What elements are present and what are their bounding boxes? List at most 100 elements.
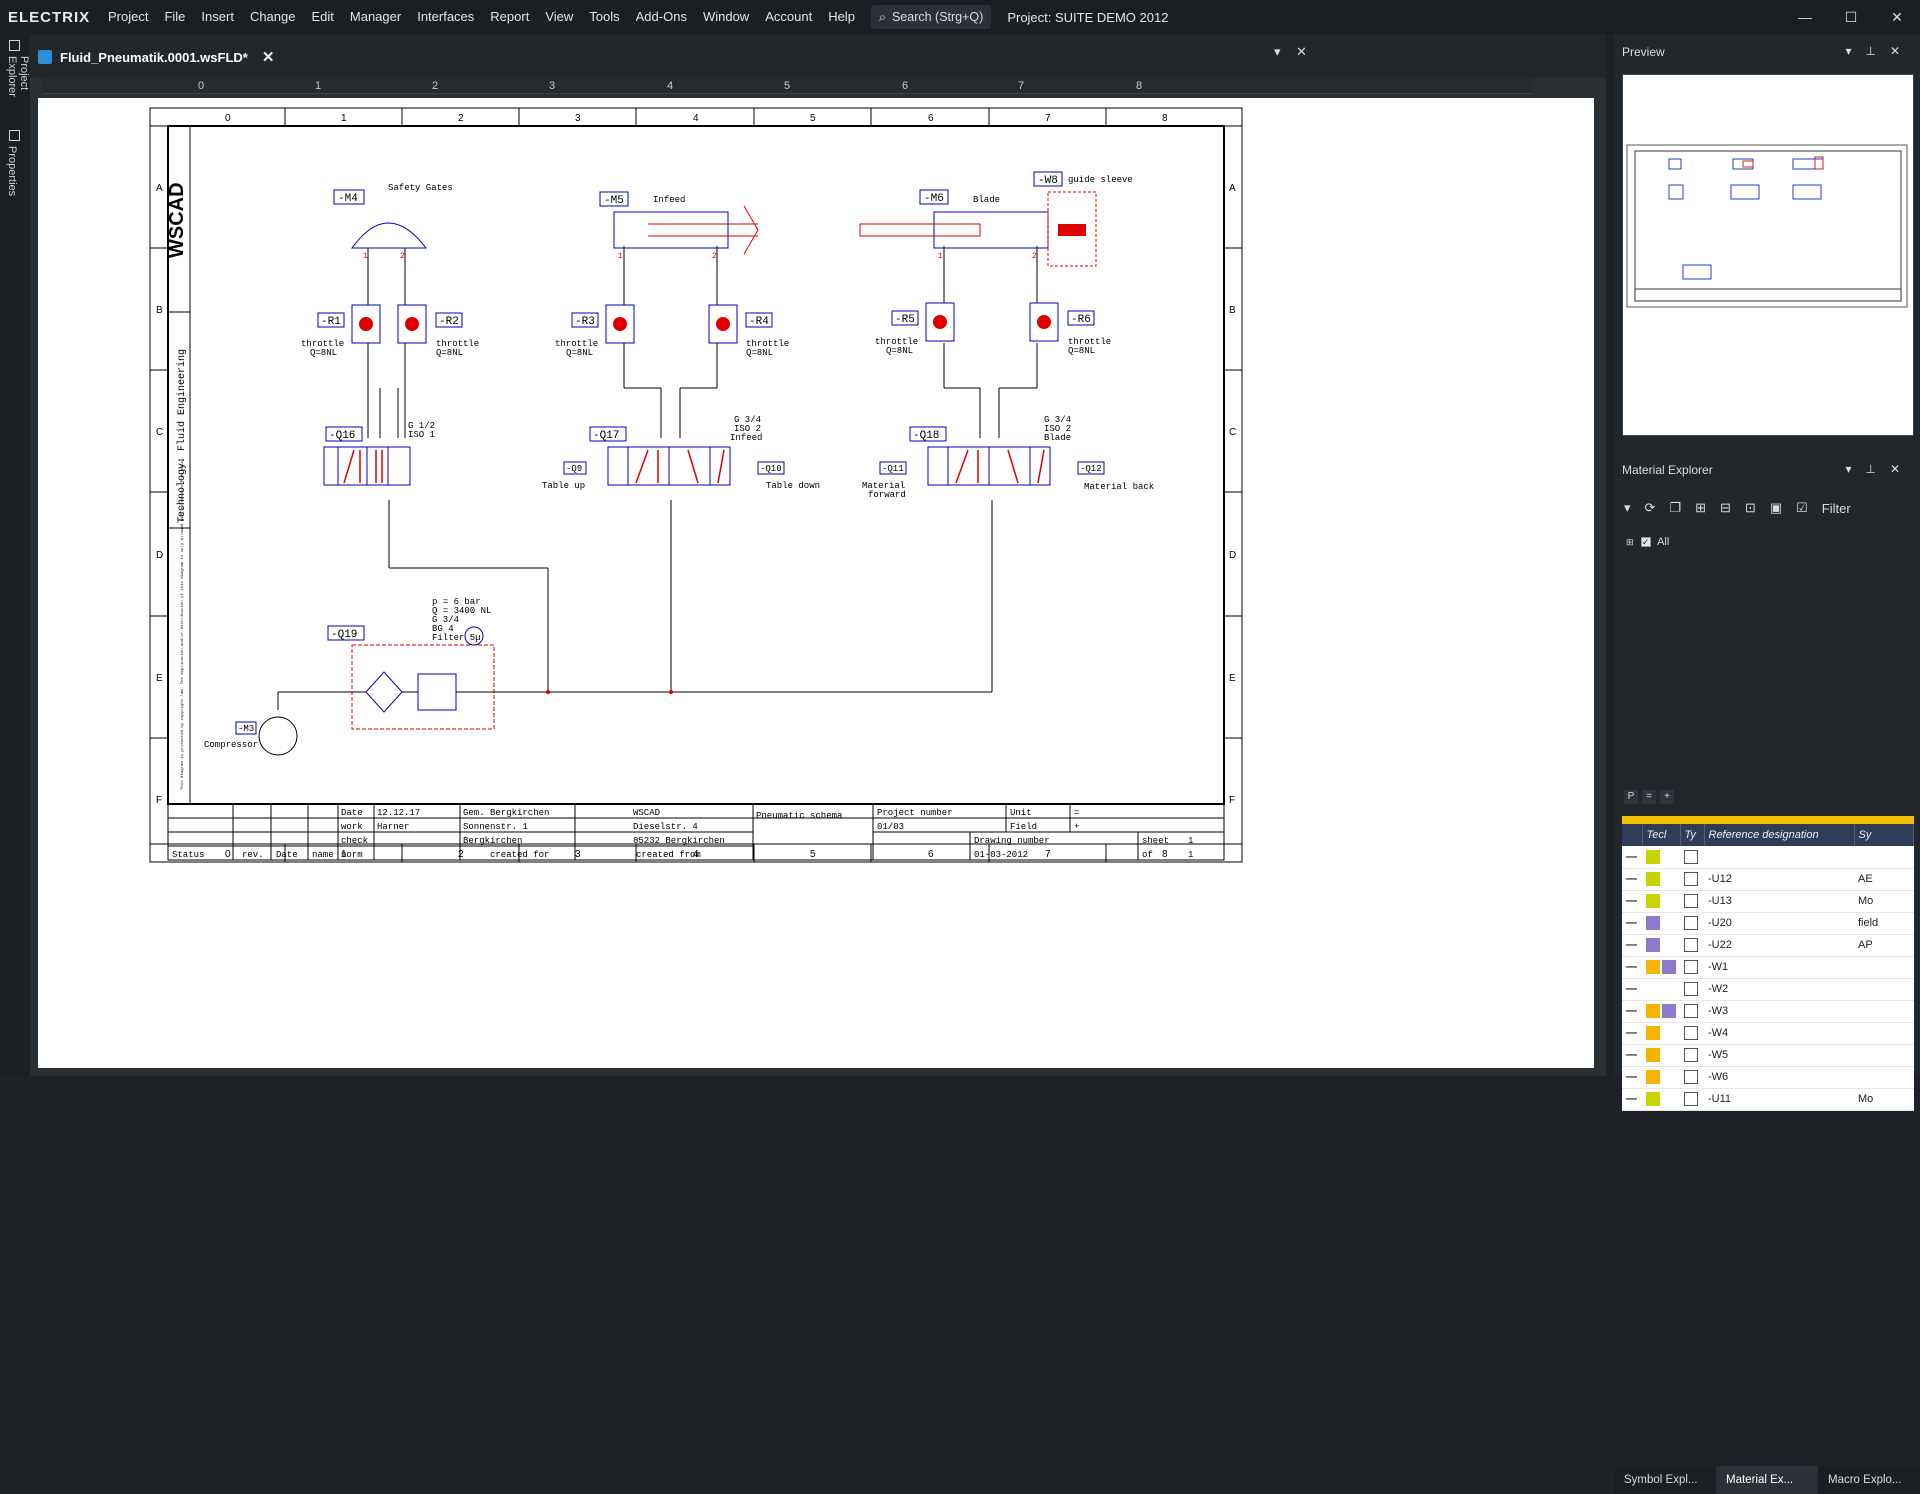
close-tab-icon[interactable]: ✕ [261, 49, 275, 66]
svg-text:2: 2 [712, 252, 717, 261]
svg-text:01/03: 01/03 [877, 822, 904, 832]
tree-expand-icon[interactable]: ⊞ [1626, 537, 1634, 547]
menu-help[interactable]: Help [828, 9, 855, 24]
col-tech[interactable]: Tecl [1642, 824, 1681, 846]
refresh-icon[interactable]: ⟳ [1644, 500, 1656, 515]
reference-designation: -U12 [1704, 868, 1854, 891]
tree-add-icon[interactable]: ⊞ [1695, 500, 1706, 515]
color-swatch [1646, 1070, 1660, 1084]
tab-symbol-explorer[interactable]: Symbol Expl... [1614, 1466, 1716, 1494]
menu-insert[interactable]: Insert [201, 9, 234, 24]
svg-text:throttle: throttle [555, 339, 598, 349]
svg-text:name: name [312, 850, 334, 860]
col-type[interactable]: Ty [1680, 824, 1705, 846]
svg-text:Gem. Bergkirchen: Gem. Bergkirchen [463, 808, 549, 818]
table-row[interactable]: — [1622, 846, 1914, 869]
svg-text:Dieselstr. 4: Dieselstr. 4 [633, 822, 698, 832]
tab-macro-explorer[interactable]: Macro Explo... [1818, 1466, 1920, 1494]
svg-text:Material: Material [862, 481, 905, 491]
menu-manager[interactable]: Manager [349, 9, 402, 24]
tab-dropdown-icon[interactable]: ▾ [1274, 44, 1281, 59]
tech-swatches [1642, 846, 1680, 869]
valve-arrows [343, 449, 1045, 484]
menu-file[interactable]: File [164, 9, 186, 24]
svg-text:01-03-2012: 01-03-2012 [974, 850, 1028, 860]
table-row[interactable]: —-W4 [1622, 1022, 1914, 1045]
menu-add-ons[interactable]: Add-Ons [635, 9, 687, 24]
row-status-icon: — [1622, 934, 1642, 957]
type-icon-cell [1680, 846, 1704, 869]
outer-frame [149, 107, 1243, 863]
tree-checkbox[interactable]: ✓ [1640, 537, 1651, 548]
tech-swatches [1642, 912, 1680, 935]
menu-edit[interactable]: Edit [311, 9, 334, 24]
preview-image [1626, 144, 1908, 308]
menu-account[interactable]: Account [765, 9, 813, 24]
menu-interfaces[interactable]: Interfaces [417, 9, 475, 24]
table-row[interactable]: —-W6 [1622, 1066, 1914, 1089]
svg-text:Unit: Unit [1010, 808, 1032, 818]
p-button[interactable]: P [1624, 790, 1638, 804]
symbol-cell: AP [1854, 934, 1914, 957]
drawing-canvas[interactable]: 0 1 2 3 4 5 6 7 8 [30, 78, 1606, 1076]
project-explorer-tab[interactable]: Project Explorer [0, 36, 30, 122]
ruler-col: 3 [549, 80, 556, 92]
tab-material-explorer[interactable]: Material Ex... [1716, 1466, 1818, 1494]
row-status-icon: — [1622, 890, 1642, 913]
preview-controls[interactable]: ▾⊥✕ [1845, 44, 1914, 58]
menu-view[interactable]: View [545, 9, 574, 24]
type-icon-cell [1680, 1066, 1704, 1089]
table-row[interactable]: —-W2 [1622, 978, 1914, 1001]
svg-text:check: check [341, 836, 368, 846]
close-document-icon[interactable]: ✕ [1296, 44, 1307, 59]
properties-tab[interactable]: Properties [0, 126, 30, 196]
maximize-button[interactable]: ☐ [1844, 8, 1858, 25]
material-explorer-header: Material Explorer ▾⊥✕ [1614, 452, 1920, 488]
copy-icon[interactable]: ❐ [1669, 500, 1682, 515]
filter-label[interactable]: Filter [1821, 500, 1851, 516]
svg-text:throttle: throttle [1068, 337, 1111, 347]
tree-link-icon[interactable]: ⊟ [1720, 500, 1731, 515]
table-row[interactable]: —-W5 [1622, 1044, 1914, 1067]
tree-check-icon[interactable]: ☑ [1796, 500, 1808, 515]
equals-button[interactable]: = [1642, 790, 1656, 804]
plus-button[interactable]: + [1660, 790, 1674, 804]
bottom-tab-bar: Symbol Expl... Material Ex... Macro Expl… [1614, 1466, 1920, 1494]
row-label-right: D [1229, 550, 1236, 561]
table-accent-band [1622, 816, 1914, 824]
search-box[interactable]: ⌕ Search (Strg+Q) [870, 5, 992, 29]
menu-report[interactable]: Report [490, 9, 530, 24]
lock-icon[interactable]: ▣ [1769, 500, 1783, 515]
close-window-button[interactable]: ✕ [1891, 8, 1903, 25]
menu-tools[interactable]: Tools [589, 9, 620, 24]
svg-text:-R4: -R4 [749, 316, 769, 328]
col-symbol[interactable]: Sy [1854, 824, 1914, 846]
color-swatch [1646, 1048, 1660, 1062]
dropdown-icon[interactable]: ▾ [1624, 500, 1631, 515]
svg-text:G 1/2: G 1/2 [408, 421, 435, 431]
col-reference[interactable]: Reference designation [1704, 824, 1855, 846]
tab-fluid-pneumatik[interactable]: Fluid_Pneumatik.0001.wsFLD* ✕ [38, 44, 274, 70]
material-explorer-controls[interactable]: ▾⊥✕ [1845, 462, 1914, 476]
color-swatch [1662, 960, 1676, 974]
svg-text:-Q12: -Q12 [1080, 464, 1102, 474]
table-row[interactable]: —-W3 [1622, 1000, 1914, 1023]
preview-thumbnail[interactable] [1622, 74, 1914, 436]
tree-filter-icon[interactable]: ⊡ [1744, 500, 1756, 515]
menu-window[interactable]: Window [702, 9, 750, 24]
row-status-icon: — [1622, 978, 1642, 1001]
table-row[interactable]: —-W1 [1622, 956, 1914, 979]
svg-text:Q=8NL: Q=8NL [436, 348, 463, 358]
minimize-button[interactable]: — [1798, 9, 1812, 25]
preview-header: Preview ▾⊥✕ [1614, 34, 1920, 70]
menu-project[interactable]: Project [108, 9, 149, 24]
menu-change[interactable]: Change [249, 9, 296, 24]
row-label-right: E [1229, 673, 1236, 684]
tree-root-label[interactable]: All [1657, 536, 1670, 548]
